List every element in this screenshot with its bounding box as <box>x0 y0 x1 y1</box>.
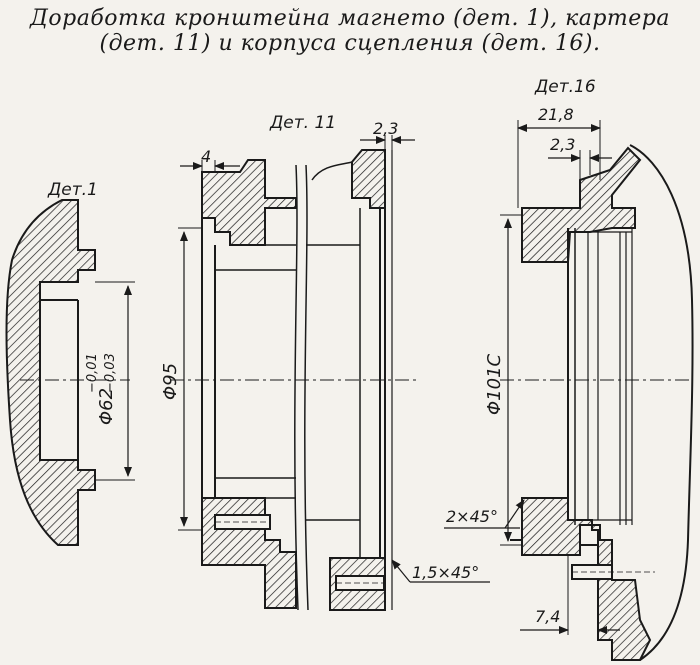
part-11-dim-width: 4 <box>201 147 211 166</box>
part-1-diameter: Φ62 <box>96 388 117 425</box>
part-11-diameter: Φ95 <box>160 363 181 400</box>
part-16-diameter: Φ101С <box>484 353 505 415</box>
diagram-title: Доработка кронштейна магнето (дет. 1), к… <box>0 6 700 56</box>
title-line-1: Доработка кронштейна магнето (дет. 1), к… <box>29 6 671 31</box>
part-16-label: Дет.16 <box>534 77 596 97</box>
part-11-dim-gap: 2,3 <box>373 119 398 138</box>
part-16-chamfer: 2×45° <box>446 507 498 526</box>
part-11-drawing <box>170 135 490 611</box>
part-16-dim-gap: 2,3 <box>550 135 575 154</box>
part-1-label: Дет.1 <box>47 180 98 200</box>
part-11-label: Дет. 11 <box>269 113 336 133</box>
part-16-bottom-section <box>521 497 652 661</box>
part-16-top-section <box>521 146 642 263</box>
part-11-top-left-section <box>201 159 297 246</box>
part-1-tolerance-upper: −0,01 <box>85 353 100 393</box>
part-1-body <box>5 199 96 546</box>
part-1-drawing <box>5 199 135 546</box>
part-11-top-right-section <box>351 149 386 209</box>
part-16-dim-bottom: 7,4 <box>535 607 560 626</box>
part-16-dim-depth: 21,8 <box>538 105 574 124</box>
part-11-chamfer: 1,5×45° <box>412 563 479 582</box>
part-1-tolerance-lower: −0,03 <box>103 353 118 393</box>
part-16-drawing <box>444 120 694 661</box>
title-line-2: (дет. 11) и корпуса сцепления (дет. 16). <box>99 31 601 56</box>
